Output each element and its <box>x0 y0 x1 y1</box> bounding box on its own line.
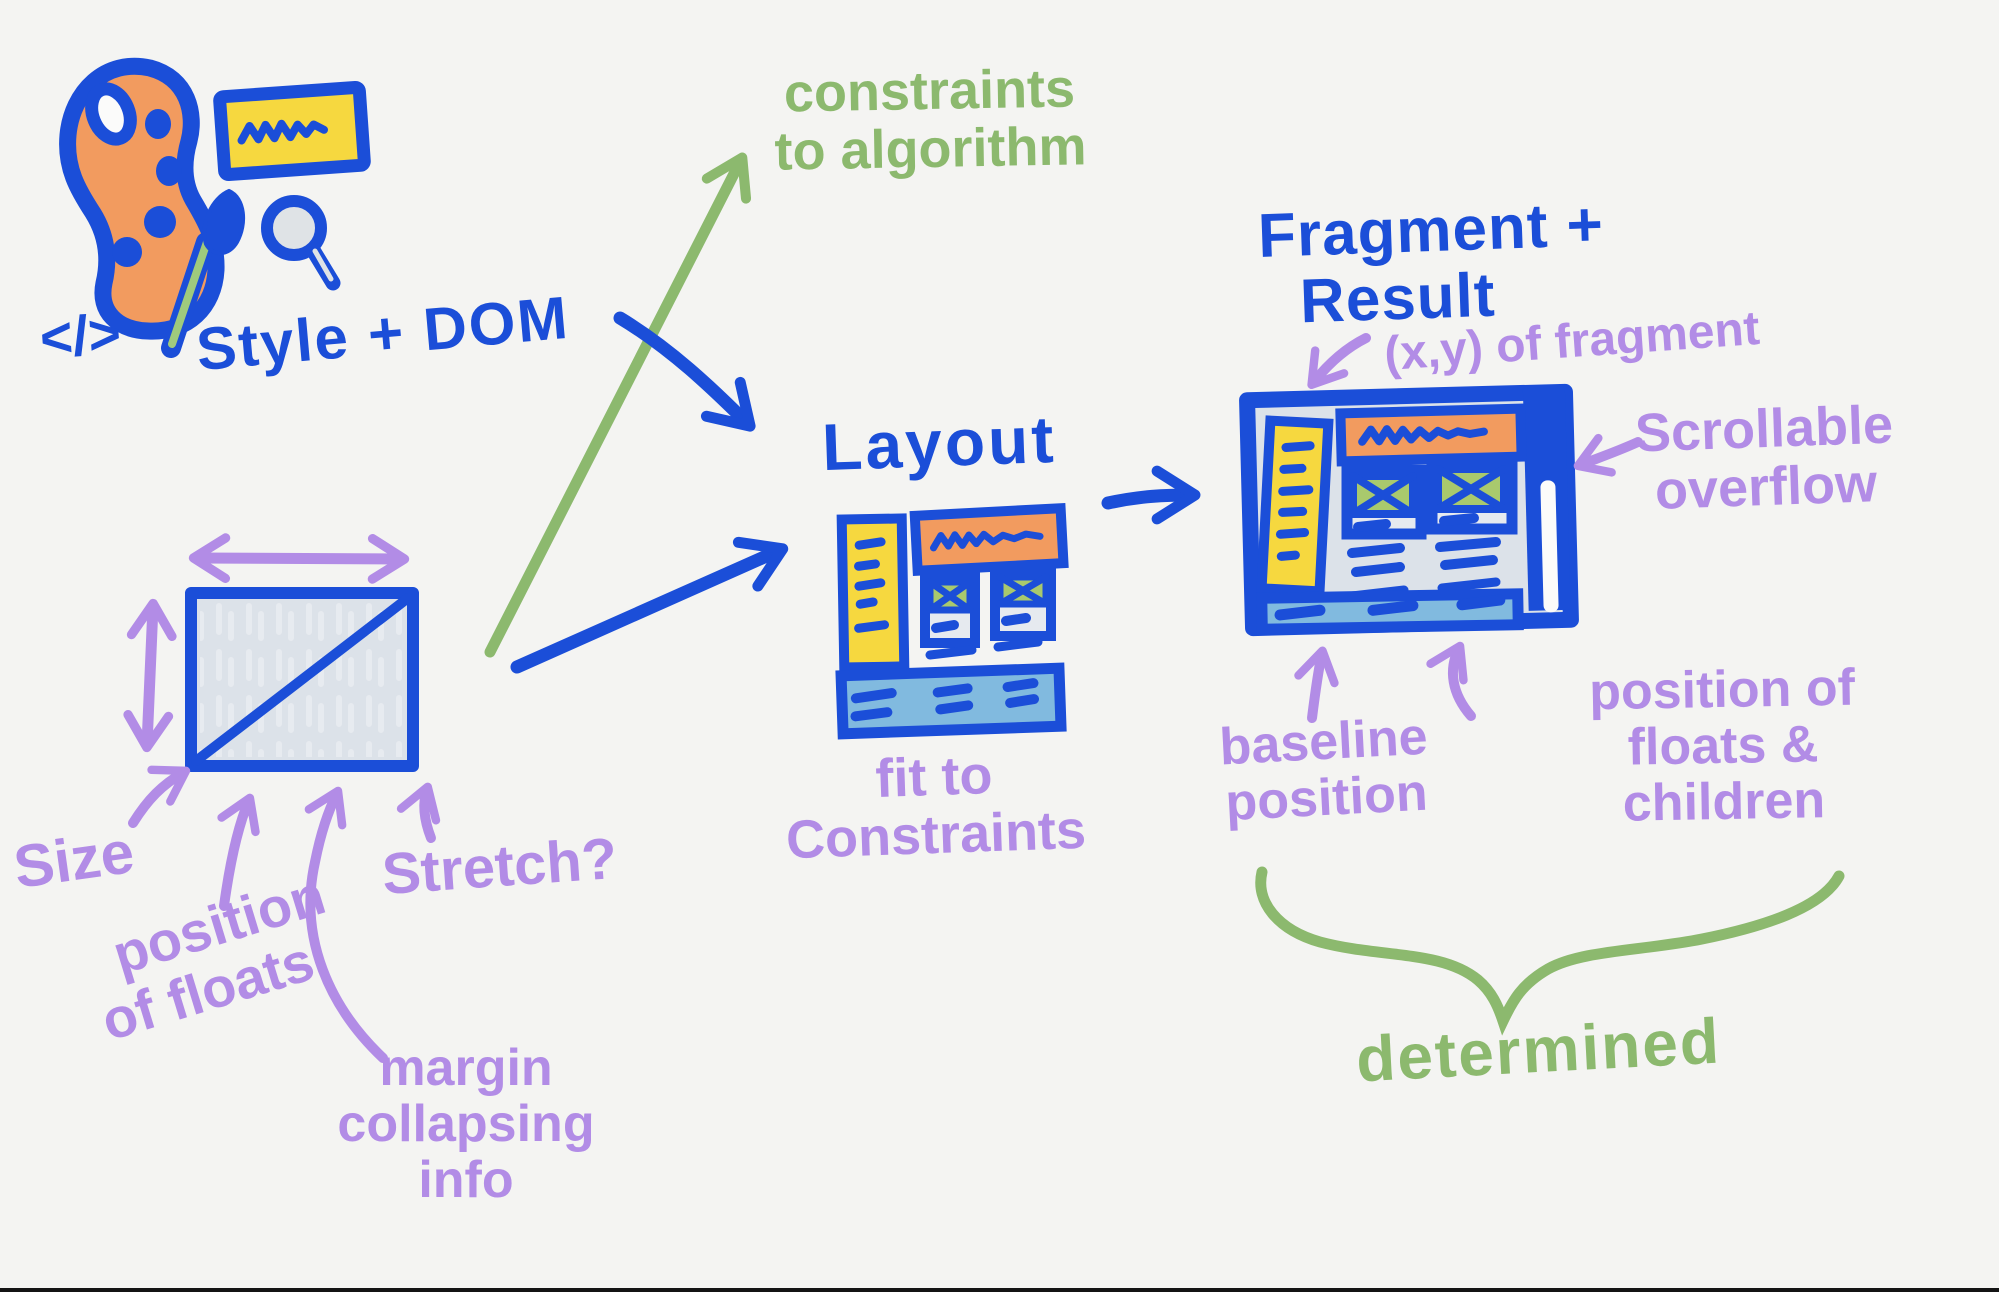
children-line-2: floats & <box>1627 715 1819 777</box>
layout-title: Layout <box>820 401 1058 485</box>
code-icon: </> <box>37 301 124 370</box>
children-pointer-arrow <box>1426 641 1476 721</box>
fragment-footer <box>1256 588 1524 635</box>
margin-collapsing-info-label: margin collapsing info <box>296 1039 636 1210</box>
margin-pointer-arrow <box>304 786 388 1063</box>
fragment-wireframe <box>1239 383 1579 637</box>
stretch-pointer-arrow <box>396 782 441 843</box>
fragment-header <box>1335 403 1527 467</box>
constraints-line-1: constraints <box>783 58 1076 124</box>
width-arrow <box>188 533 410 584</box>
layout-sidebar <box>836 513 910 673</box>
layout-card-1 <box>920 572 980 660</box>
artist-palette-icon <box>59 57 225 340</box>
fragment-scrollbar-track <box>1540 480 1559 613</box>
fragment-title-line-1: Fragment + <box>1256 189 1605 272</box>
baseline-pointer-arrow <box>1294 646 1339 723</box>
magnifying-glass-icon <box>261 195 341 291</box>
layout-to-fragment-arrow <box>1101 465 1201 525</box>
box-to-layout-arrow <box>510 536 789 674</box>
constraints-label: constraints to algorithm <box>724 58 1136 182</box>
margin-line-3: info <box>418 1151 514 1210</box>
measured-box <box>123 533 419 772</box>
layout-card-2 <box>990 567 1056 652</box>
constraints-arrow <box>484 152 752 658</box>
fit-to-constraints-label: fit to Constraints <box>758 742 1112 871</box>
layout-footer <box>835 662 1067 740</box>
fragment-card-1 <box>1341 464 1427 601</box>
floats-pointer-arrow <box>217 793 260 911</box>
xy-pointer-arrow <box>1307 333 1371 390</box>
screenshot-bottom-edge <box>0 1288 1999 1292</box>
scrollable-overflow-label: Scrollable overflow <box>1628 394 1902 522</box>
margin-line-2: collapsing <box>337 1095 595 1154</box>
children-line-1: position of <box>1588 658 1856 722</box>
layout-header <box>909 502 1069 577</box>
paintbrush-icon <box>161 188 246 358</box>
scrollable-line-1: Scrollable <box>1633 394 1894 464</box>
style-to-layout-arrow <box>613 311 756 432</box>
scrollable-line-2: overflow <box>1654 453 1879 522</box>
size-pointer-arrow <box>128 765 191 828</box>
fit-line-2: Constraints <box>785 800 1087 871</box>
baseline-position-label: baseline position <box>1197 708 1453 833</box>
scrollable-pointer-arrow <box>1573 433 1643 477</box>
children-line-3: children <box>1622 771 1826 834</box>
layout-wireframe <box>835 502 1069 740</box>
fragment-card-2 <box>1426 457 1518 593</box>
fragment-sidebar <box>1256 415 1334 597</box>
determined-brace <box>1255 866 1845 1036</box>
position-of-floats-children-label: position of floats & children <box>1567 659 1880 833</box>
margin-line-1: margin <box>379 1039 553 1097</box>
constraints-line-2: to algorithm <box>774 116 1087 183</box>
box-diagonal <box>191 593 413 766</box>
height-arrow <box>123 598 177 753</box>
text-banner-icon <box>213 80 371 182</box>
